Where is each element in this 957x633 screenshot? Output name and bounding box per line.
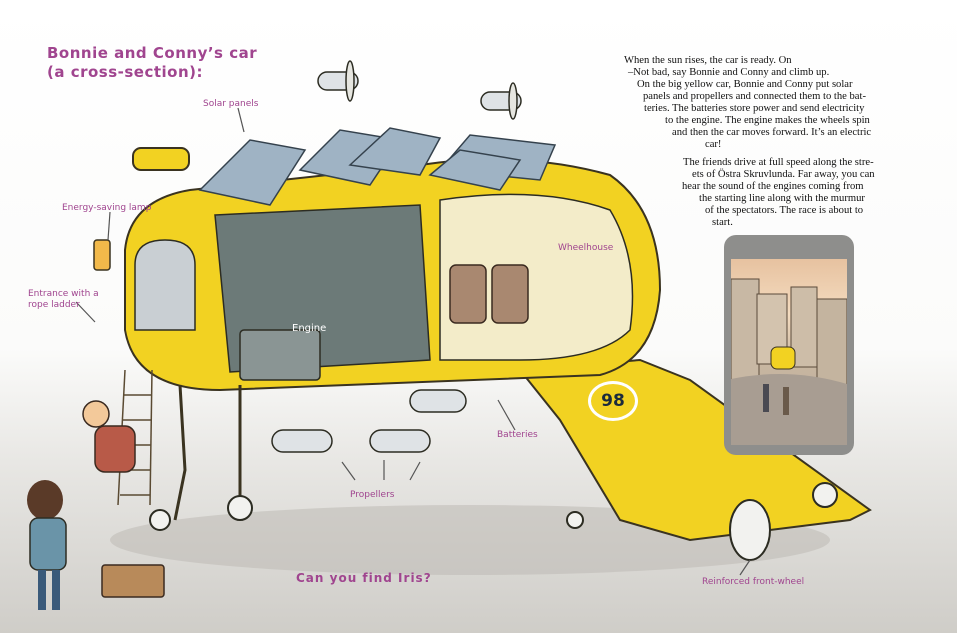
car-number-badge: 98 xyxy=(588,381,638,421)
story-line: and then the car moves forward. It’s an … xyxy=(672,127,872,138)
lower-propellers xyxy=(271,389,467,453)
story-line: hear the sound of the engines coming fro… xyxy=(682,181,864,192)
story-line: teries. The batteries store power and se… xyxy=(644,103,865,114)
seat xyxy=(449,264,487,324)
label-energy-lamp: Energy-saving lamp xyxy=(62,203,152,213)
story-line: On the big yellow car, Bonnie and Conny … xyxy=(637,79,853,90)
story-line: panels and propellers and connected them… xyxy=(643,91,866,102)
page-title: Bonnie and Conny’s car (a cross-section)… xyxy=(47,44,257,82)
child-on-ladder xyxy=(82,400,136,473)
label-entrance-line-2: rope ladder xyxy=(28,300,80,310)
wheelhouse-window xyxy=(439,193,634,361)
story-line: –Not bad, say Bonnie and Conny and climb… xyxy=(628,67,830,78)
find-iris-prompt: Can you find Iris? xyxy=(296,571,432,585)
label-batteries: Batteries xyxy=(497,430,538,440)
legs xyxy=(173,384,242,521)
lamp-post xyxy=(132,147,190,171)
inset-scene-art xyxy=(731,278,847,445)
story-line: ets of Östra Skruvlunda. Far away, you c… xyxy=(692,169,875,180)
story-line: of the spectators. The race is about to xyxy=(705,205,864,216)
engine-block xyxy=(239,329,321,381)
seat xyxy=(491,264,529,324)
label-solar-panels: Solar panels xyxy=(203,99,259,109)
wheels xyxy=(149,482,838,561)
story-line: The friends drive at full speed along th… xyxy=(683,157,874,168)
story-line: to the engine. The engine makes the whee… xyxy=(665,115,870,126)
label-front-wheel: Reinforced front-wheel xyxy=(702,577,805,587)
story-line: start. xyxy=(712,217,733,228)
child-iris xyxy=(27,480,67,610)
story-line: the starting line along with the murmur xyxy=(699,193,865,204)
label-engine: Engine xyxy=(292,323,327,334)
roof-propeller xyxy=(317,60,522,120)
label-entrance-line-1: Entrance with a xyxy=(28,289,99,299)
title-line-1: Bonnie and Conny’s car xyxy=(47,44,258,62)
energy-saving-lamp xyxy=(93,239,111,271)
inset-street-scene xyxy=(731,259,847,445)
title-line-2: (a cross-section): xyxy=(47,63,204,81)
story-line: car! xyxy=(705,139,722,150)
label-wheelhouse: Wheelhouse xyxy=(558,243,614,253)
label-entrance: Entrance with a rope ladder xyxy=(28,289,99,311)
story-line: When the sun rises, the car is ready. On xyxy=(624,55,792,66)
label-arrows xyxy=(75,107,751,576)
inset-frame xyxy=(724,235,854,455)
entrance-door xyxy=(134,239,196,331)
toolbox xyxy=(101,564,165,598)
label-propellers: Propellers xyxy=(350,490,395,500)
solar-panels xyxy=(198,127,557,206)
